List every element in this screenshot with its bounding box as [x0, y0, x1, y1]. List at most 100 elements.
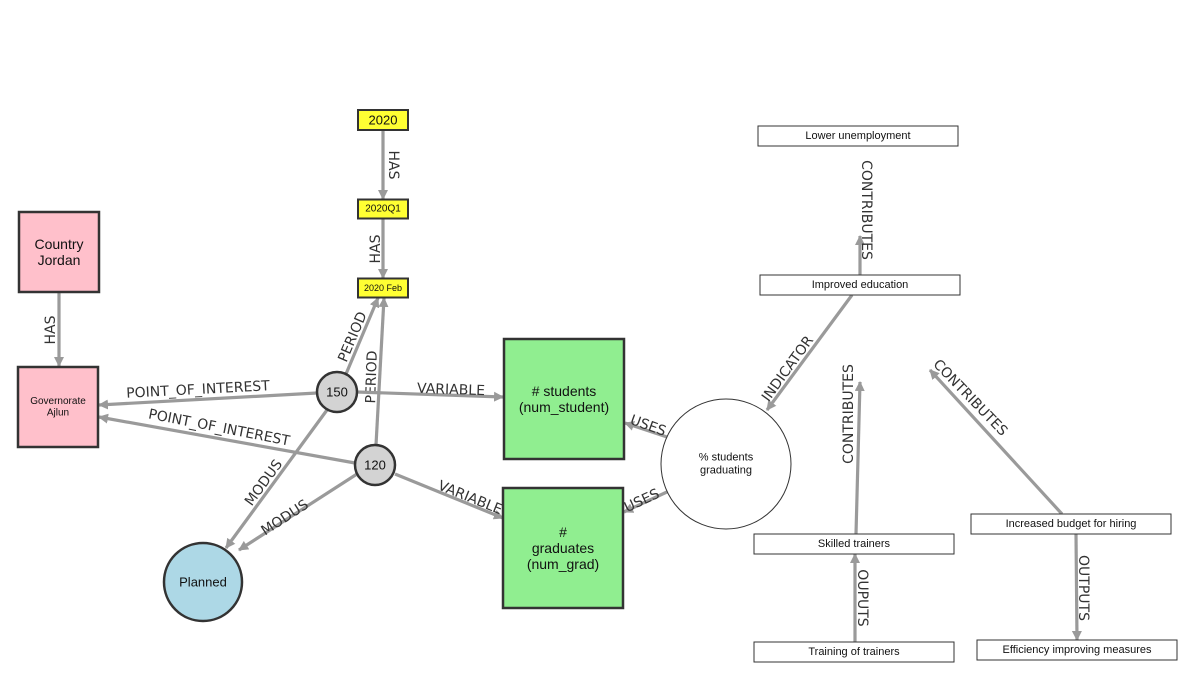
node-shape [502, 337, 626, 461]
node-label: Lower unemployment [805, 130, 910, 142]
node-label: (num_student) [519, 399, 609, 415]
node-label: Governorate [30, 396, 86, 407]
edge-line [623, 489, 670, 514]
node-efficiency[interactable]: Efficiency improving measures [976, 639, 1178, 661]
edge-line [98, 413, 356, 465]
edge-label: HAS [368, 234, 384, 263]
node-label: 120 [364, 458, 386, 473]
node-shape [357, 277, 409, 299]
node-label: Ajlun [47, 407, 69, 418]
edge-line [394, 472, 504, 520]
node-shape [759, 274, 961, 296]
edge-line [854, 381, 865, 535]
node-n2020feb[interactable]: 2020 Feb [357, 277, 409, 299]
nodes-layer: 2020 2020Q1 2020 Feb CountryJordanGovernora… [16, 109, 1178, 663]
edge-line [624, 421, 668, 439]
node-o120[interactable]: 120 [353, 443, 397, 487]
edge-line [356, 390, 504, 402]
node-shape [353, 443, 397, 487]
edge-contributes-budget: CONTRIBUTES [928, 357, 1064, 516]
node-label: # [559, 524, 567, 540]
edge-label: CONTRIBUTES [930, 357, 1011, 440]
edge-label: CONTRIBUTES [858, 160, 874, 260]
node-shape [501, 486, 625, 610]
edge-uses-grads: USES [622, 486, 670, 516]
edge-line [344, 297, 380, 375]
node-label: Planned [179, 575, 227, 590]
edge-has-country-gov: HAS [43, 292, 64, 367]
edge-contributes-skilled: CONTRIBUTES [841, 364, 865, 535]
edge-period-120: PERIOD [363, 297, 389, 446]
edge-label: CONTRIBUTES [841, 364, 857, 464]
edge-contributes-lower: CONTRIBUTES [855, 160, 874, 275]
edge-poi-120: POINT_OF_INTEREST [98, 406, 356, 465]
node-skilled[interactable]: Skilled trainers [753, 533, 955, 555]
node-label: Skilled trainers [818, 538, 891, 550]
edge-label: HAS [43, 315, 59, 344]
node-lower[interactable]: Lower unemployment [757, 125, 959, 147]
edge-line [224, 409, 329, 549]
node-label: Country [34, 236, 83, 252]
edge-label: VARIABLE [417, 381, 485, 399]
node-shape [17, 210, 101, 294]
edge-label: PERIOD [363, 350, 381, 403]
node-shape [753, 533, 955, 555]
node-shape [357, 109, 409, 131]
node-shape [753, 641, 955, 663]
edge-label: INDICATOR [759, 333, 817, 405]
edge-variable-120: VARIABLE [394, 472, 505, 520]
node-n2020q1[interactable]: 2020Q1 [357, 198, 409, 220]
node-label: # students [532, 383, 597, 399]
node-students[interactable]: # students(num_student) [502, 337, 626, 461]
node-shape [162, 541, 244, 623]
edge-line [374, 297, 389, 446]
edge-has-2020-q1: HAS [378, 130, 401, 200]
edge-line [98, 391, 318, 410]
node-training[interactable]: Training of trainers [753, 641, 955, 663]
node-planned[interactable]: Planned [162, 541, 244, 623]
node-label: Efficiency improving measures [1003, 644, 1152, 656]
node-label: Improved education [812, 279, 909, 291]
node-label: 2020Q1 [365, 204, 401, 215]
edge-poi-150: POINT_OF_INTEREST [98, 378, 318, 410]
edge-variable-150: VARIABLE [356, 381, 504, 402]
node-shape [357, 198, 409, 220]
edge-indicator: INDICATOR [759, 294, 854, 411]
edge-label: MODUS [242, 457, 286, 509]
node-label: 150 [326, 385, 348, 400]
edge-label: VARIABLE [436, 478, 505, 518]
edge-label: USES [628, 412, 668, 440]
node-shape [660, 398, 792, 530]
edge-line [238, 472, 358, 552]
node-shape [757, 125, 959, 147]
edge-uses-students: USES [624, 412, 668, 440]
node-budget[interactable]: Increased budget for hiring [970, 513, 1172, 535]
node-label: 2020 Feb [364, 283, 402, 293]
node-grads[interactable]: #graduates(num_grad) [501, 486, 625, 610]
node-label: graduates [532, 540, 594, 556]
node-n2020[interactable]: 2020 [357, 109, 409, 131]
edge-ouputs-training: OUPUTS [850, 553, 870, 642]
node-shape [315, 370, 359, 414]
node-improved[interactable]: Improved education [759, 274, 961, 296]
node-label: (num_grad) [527, 556, 599, 572]
node-label: Jordan [38, 252, 81, 268]
node-shape [970, 513, 1172, 535]
edge-label: OUTPUTS [1075, 555, 1091, 621]
edge-label: POINT_OF_INTEREST [126, 378, 271, 402]
edge-label: HAS [385, 151, 401, 180]
node-o150[interactable]: 150 [315, 370, 359, 414]
edge-outputs-efficiency: OUTPUTS [1071, 533, 1091, 641]
node-label: Training of trainers [808, 646, 900, 658]
node-shape [16, 365, 100, 449]
node-shape [976, 639, 1178, 661]
node-label: graduating [700, 464, 752, 476]
edge-label: MODUS [258, 497, 311, 539]
edge-has-q1-feb: HAS [368, 219, 388, 279]
edge-line [765, 294, 854, 411]
edge-line [1071, 533, 1082, 641]
